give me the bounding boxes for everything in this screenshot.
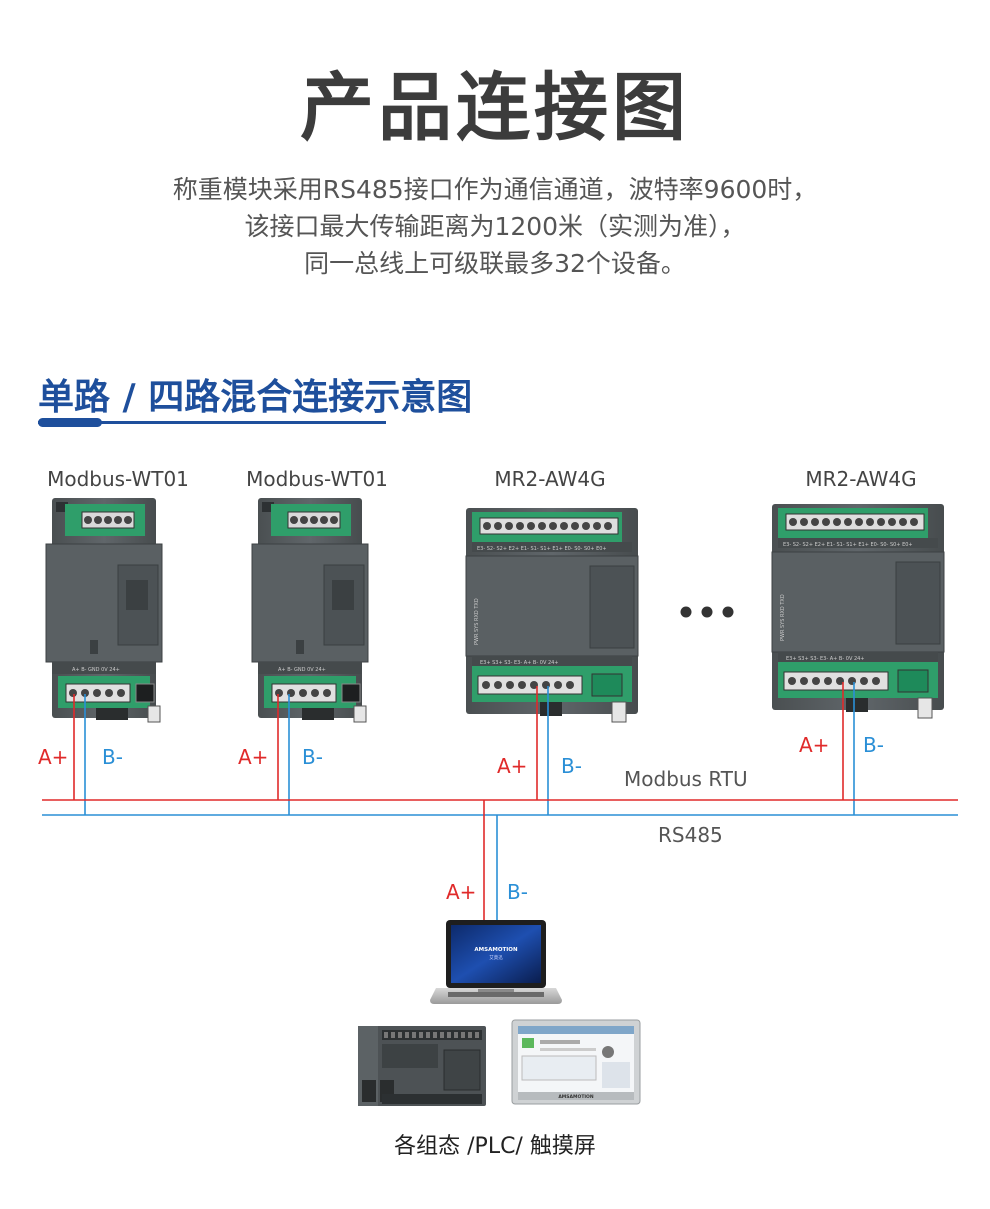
device-label-2: Modbus-WT01 xyxy=(246,467,388,491)
wire-label-a-3: A+ xyxy=(497,754,528,778)
svg-text:PWR SYS RXD TXD: PWR SYS RXD TXD xyxy=(780,594,786,641)
device-label-4: MR2-AW4G xyxy=(805,467,917,491)
section-title: 单路 / 四路混合连接示意图 xyxy=(38,377,473,418)
touchscreen-icon: AMSAMOTION xyxy=(511,1019,641,1105)
wire-label-a-host: A+ xyxy=(446,880,477,904)
description-line-2: 该接口最大传输距离为1200米（实测为准）， xyxy=(244,212,746,241)
module-aw4g-1: E3- S2- S2+ E2+ E1- S1- S1+ E1+ E0- S0- … xyxy=(465,508,639,723)
device-label-3: MR2-AW4G xyxy=(494,467,606,491)
section-underline xyxy=(38,421,386,424)
wire-label-a-1: A+ xyxy=(38,745,69,769)
laptop-brand: AMSAMOTION xyxy=(474,947,518,953)
page-title: 产品连接图 xyxy=(300,65,690,151)
svg-text:E3+ S3+ S3- E3- A+ B- 0V 24+: E3+ S3+ S3- E3- A+ B- 0V 24+ xyxy=(480,660,559,666)
wire-label-b-4: B- xyxy=(863,733,884,757)
wire-label-b-2: B- xyxy=(302,745,323,769)
wire-label-b-3: B- xyxy=(561,754,582,778)
svg-text:E3+ S3+ S3- E3- A+ B- 0V 24+: E3+ S3+ S3- E3- A+ B- 0V 24+ xyxy=(786,656,865,662)
laptop-icon: AMSAMOTION 艾莫迅 xyxy=(430,920,562,1004)
svg-text:A+ B- GND 0V 24+: A+ B- GND 0V 24+ xyxy=(278,667,326,673)
description-line-3: 同一总线上可级联最多32个设备。 xyxy=(304,249,686,278)
svg-text:E3- S2- S2+ E2+ E1- S1- S1+ E1: E3- S2- S2+ E2+ E1- S1- S1+ E1+ E0- S0- … xyxy=(477,546,607,552)
module-wt01-1: A+ B- GND 0V 24+ xyxy=(45,498,163,723)
module-wt01-2: A+ B- GND 0V 24+ xyxy=(251,498,369,723)
description-line-1: 称重模块采用RS485接口作为通信通道，波特率9600时， xyxy=(172,175,818,204)
laptop-brand-sub: 艾莫迅 xyxy=(489,954,503,961)
bus-interface-label: RS485 xyxy=(658,823,723,847)
section-pill xyxy=(38,418,102,427)
bus-protocol-label: Modbus RTU xyxy=(624,767,748,791)
wire-label-b-1: B- xyxy=(102,745,123,769)
wire-label-a-4: A+ xyxy=(799,733,830,757)
touchscreen-brand: AMSAMOTION xyxy=(558,1094,594,1100)
wire-label-b-host: B- xyxy=(507,880,528,904)
plc-icon xyxy=(358,1026,486,1106)
module-aw4g-2: E3- S2- S2+ E2+ E1- S1- S1+ E1+ E0- S0- … xyxy=(771,504,945,719)
wire-label-a-2: A+ xyxy=(238,745,269,769)
svg-text:A+ B- GND 0V 24+: A+ B- GND 0V 24+ xyxy=(72,667,120,673)
host-devices-label: 各组态 /PLC/ 触摸屏 xyxy=(394,1134,596,1159)
svg-text:E3- S2- S2+ E2+ E1- S1- S1+ E1: E3- S2- S2+ E2+ E1- S1- S1+ E1+ E0- S0- … xyxy=(783,542,913,548)
device-wires xyxy=(73,682,855,815)
svg-text:PWR SYS RXD TXD: PWR SYS RXD TXD xyxy=(474,598,480,645)
more-devices-dots xyxy=(680,606,734,618)
device-label-1: Modbus-WT01 xyxy=(47,467,189,491)
